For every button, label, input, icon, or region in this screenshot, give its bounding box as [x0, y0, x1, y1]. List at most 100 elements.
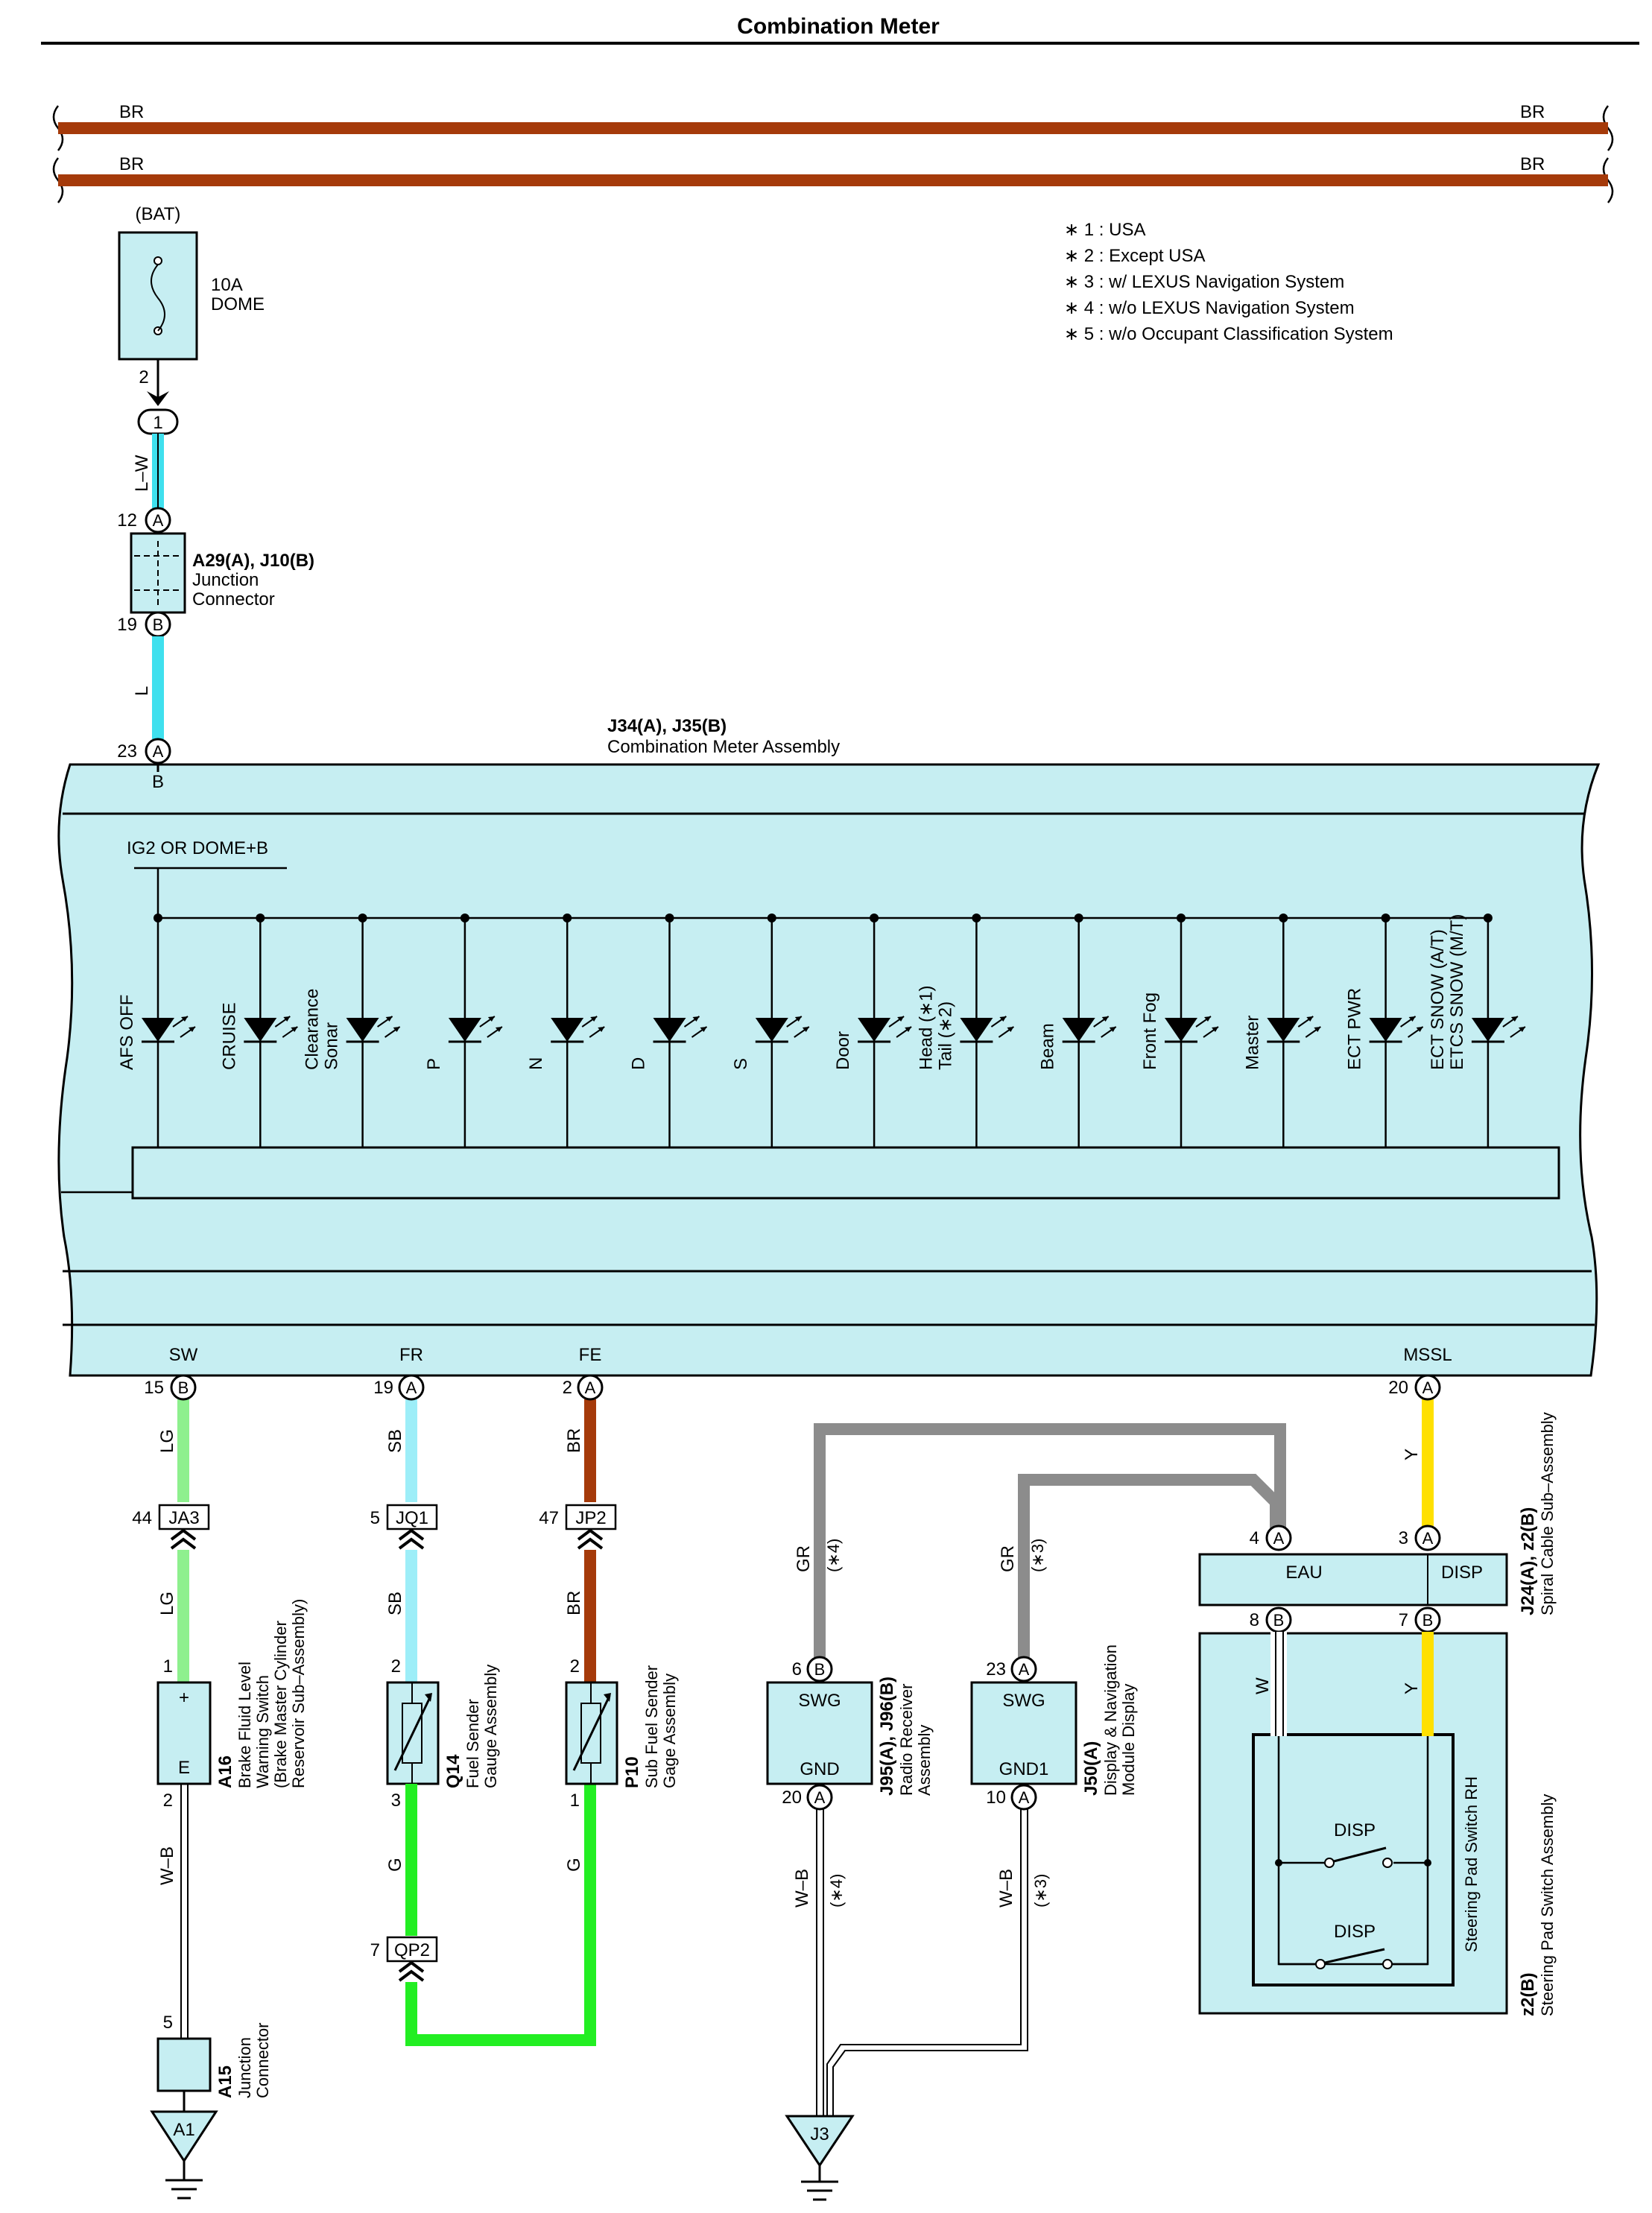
component-code: A16 [215, 1755, 235, 1788]
terminal-name: MSSL [1403, 1345, 1452, 1365]
component-name: Junction [192, 570, 259, 590]
note: ∗ 1 : USA [1064, 220, 1145, 240]
pin-number: 10 [986, 1788, 1006, 1808]
component-name: Fuel Sender [463, 1699, 482, 1788]
gr-wire-nav [1018, 1474, 1282, 1657]
component-name: Assembly [915, 1725, 934, 1796]
led-icon [1267, 1018, 1300, 1042]
wire-code: G [385, 1858, 405, 1872]
component-code: z2(B) [1518, 1972, 1538, 2016]
led-icon [1369, 1018, 1402, 1042]
wire-code: L–W [132, 455, 152, 492]
component-code: A29(A), J10(B) [192, 551, 314, 571]
wire-code: W [1253, 1677, 1273, 1694]
light-ray-head [1007, 1027, 1014, 1032]
pin-number: 5 [163, 2013, 173, 2033]
light-ray-head [393, 1027, 400, 1032]
component-code: P10 [622, 1756, 642, 1788]
fuse-rating: 10A [211, 275, 243, 295]
pin-letter: A [585, 1378, 596, 1397]
pin-letter: B [178, 1378, 189, 1397]
connector-code: QP2 [394, 1940, 430, 1960]
wire-code: SB [385, 1592, 405, 1615]
component-name: Gage Assembly [660, 1674, 679, 1788]
light-ray-head [999, 1016, 1007, 1022]
pin-number: 2 [563, 1378, 572, 1398]
supply-label: IG2 OR DOME+B [127, 838, 268, 858]
pin-number: 20 [782, 1788, 802, 1808]
led-icon [551, 1018, 584, 1042]
indicator-lamp: S [731, 914, 810, 1147]
fuse-connector: 1 [153, 413, 162, 433]
bus-wire-code: BR [119, 154, 144, 174]
terminal-name: GND1 [999, 1759, 1049, 1779]
component-name: Module Display [1119, 1684, 1138, 1796]
component-code: Q14 [443, 1754, 463, 1788]
indicator-label: Front Fog [1140, 992, 1160, 1070]
component-name: Brake Fluid Level [235, 1662, 254, 1788]
pin-number: 7 [370, 1940, 380, 1960]
wire-code: W–B [792, 1869, 812, 1908]
light-ray-head [1109, 1027, 1116, 1032]
light-ray-head [495, 1027, 502, 1032]
pin-letter: A [406, 1378, 417, 1397]
led-icon [1471, 1018, 1504, 1042]
light-ray-head [1408, 1016, 1416, 1022]
component-name: Steering Pad Switch RH [1462, 1776, 1481, 1952]
indicator-label: ECT PWR [1345, 988, 1365, 1070]
indicator-label: N [526, 1057, 546, 1070]
spiral-cable-sub-assembly: A 4 A 3 EAU DISP B 8 B 7 J24(A), z2(B) S… [1198, 1412, 1557, 1633]
component-name: Reservoir Sub–Assembly) [289, 1599, 308, 1788]
note: ∗ 5 : w/o Occupant Classification System [1064, 324, 1393, 344]
indicator-label: Door [833, 1031, 853, 1070]
pin-letter: A [153, 511, 164, 530]
pin-number: 19 [373, 1378, 393, 1398]
pin-letter: B [1422, 1611, 1434, 1630]
component-name: Junction [235, 2037, 254, 2098]
ground-code: J3 [810, 2124, 829, 2144]
light-ray-head [1306, 1016, 1314, 1022]
pin-number: 8 [1250, 1610, 1259, 1630]
light-ray-head [487, 1016, 495, 1022]
fuel-sender-circuit: A 19 SB JQ1 5 SB 2 Q14 Fuel Sender Gauge… [370, 1374, 596, 2046]
pin-letter: B [1273, 1611, 1285, 1630]
light-ray-head [700, 1027, 707, 1032]
component-name: Steering Pad Switch Assembly [1538, 1794, 1557, 2016]
meter-terminal: B [152, 772, 164, 792]
pin-letter: A [1019, 1788, 1030, 1807]
indicator-label: Tail (∗2) [935, 1001, 955, 1070]
wire-code: GR [998, 1545, 1018, 1572]
indicator-lamp: Door [833, 914, 912, 1147]
connector-code: JQ1 [396, 1508, 428, 1528]
terminal-name: DISP [1441, 1563, 1483, 1583]
terminal-name: FE [579, 1345, 602, 1365]
combination-meter-assembly: J34(A), J35(B) Combination Meter Assembl… [57, 716, 1601, 1377]
component-code: A15 [215, 2065, 235, 2098]
indicator-lamp: Front Fog [1140, 914, 1219, 1147]
pin-letter: A [1422, 1529, 1434, 1548]
terminal-name: SWG [1002, 1691, 1045, 1711]
wire-code: BR [564, 1591, 584, 1615]
component-name: Combination Meter Assembly [607, 737, 840, 757]
wire-code: L [132, 686, 152, 696]
light-ray-head [598, 1027, 605, 1032]
light-ray-head [291, 1027, 298, 1032]
light-ray-head [181, 1016, 188, 1022]
light-ray-head [897, 1016, 905, 1022]
pin-letter: A [1273, 1529, 1285, 1548]
component-name: Warning Switch [253, 1675, 272, 1788]
light-ray-head [1204, 1016, 1211, 1022]
indicator-label: ECT SNOW (A/T) [1428, 929, 1448, 1070]
pin-number: 7 [1399, 1610, 1408, 1630]
indicator-label: D [629, 1057, 649, 1070]
navigation-module-display: GR (∗3) A 23 SWG GND1 A 10 J50(A) Displa… [826, 1539, 1138, 2116]
indicator-label: AFS OFF [117, 995, 137, 1070]
light-ray-head [692, 1016, 700, 1022]
component-code: J34(A), J35(B) [607, 716, 727, 736]
fuse-source: (BAT) [136, 204, 181, 224]
diagram-title: Combination Meter [737, 14, 940, 39]
indicator-lamp: ECT PWR [1345, 914, 1424, 1147]
pin-letter: A [1422, 1378, 1434, 1397]
ground-icon [801, 2165, 838, 2201]
